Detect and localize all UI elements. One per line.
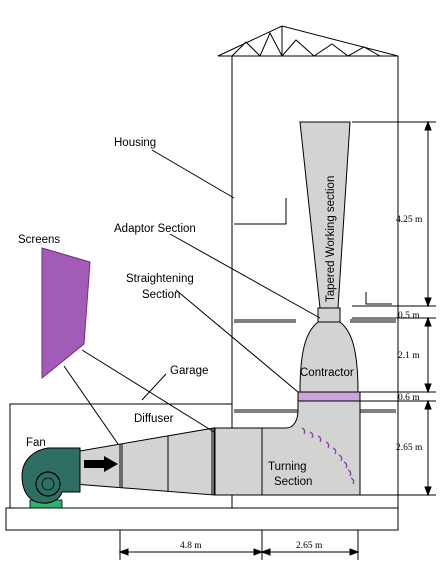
- label-straightening-1: Straightening: [126, 273, 194, 285]
- label-working-section: Tapered Working section: [325, 176, 337, 302]
- contractor: [299, 321, 359, 393]
- fan-housing: [21, 447, 81, 504]
- label-fan: Fan: [26, 437, 46, 449]
- turning-section: [213, 400, 361, 496]
- dim-diffuser-length: 4.8 m: [180, 541, 202, 551]
- fan-rotor: [35, 471, 61, 497]
- roof-truss: [217, 25, 399, 57]
- dim-turning-height: 2.65 m: [396, 443, 423, 453]
- leader-lines: [63, 149, 321, 445]
- label-straightening-2: Section: [142, 289, 180, 301]
- dim-adaptor-height: 0.5 m: [398, 311, 420, 321]
- label-turning-1: Turning: [268, 461, 307, 473]
- label-diffuser: Diffuser: [134, 413, 174, 425]
- label-turning-2: Section: [274, 476, 312, 488]
- label-housing: Housing: [114, 137, 156, 149]
- dim-straightener-height: 0.6 m: [398, 393, 420, 403]
- vertical-dimensions: [352, 120, 436, 497]
- straightening-section: [297, 391, 361, 402]
- screens: [41, 247, 91, 380]
- horizontal-dimensions: [118, 530, 360, 560]
- label-contractor: Contractor: [300, 367, 354, 379]
- dim-turning-length: 2.65 m: [296, 541, 323, 551]
- label-garage: Garage: [170, 365, 208, 377]
- diffuser-divisions: [119, 428, 263, 495]
- dim-contractor-height: 2.1 m: [398, 351, 420, 361]
- housing-walls: [231, 56, 399, 508]
- label-screens: Screens: [18, 234, 60, 246]
- flow-arrow-icon: [84, 456, 118, 472]
- dim-working-height: 4.25 m: [396, 215, 423, 225]
- adaptor-section: [317, 307, 341, 323]
- fan: [21, 447, 118, 509]
- base-slab: [5, 507, 399, 531]
- turning-vanes: [301, 427, 355, 485]
- label-adaptor-section: Adaptor Section: [114, 223, 196, 235]
